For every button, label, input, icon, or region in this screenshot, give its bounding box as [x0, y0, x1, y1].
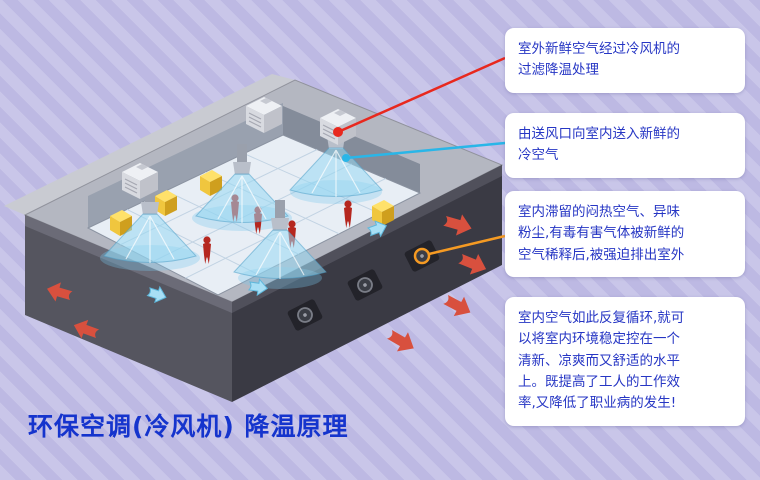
connector-line-intake [337, 56, 506, 134]
factory-building [4, 74, 504, 402]
left-wall [25, 215, 232, 402]
connector-line-supply [345, 141, 506, 160]
connector-dot-supply [342, 154, 350, 162]
callout-connectors [333, 56, 506, 265]
connector-dot-intake [333, 127, 343, 137]
callout-fresh-air-intake: 室外新鲜空气经过冷风机的 过滤降温处理 [505, 28, 745, 93]
left-wall-top-band [25, 215, 232, 313]
callout-circulation: 室内空气如此反复循环,就可 以将室内环境稳定控在一个 清新、凉爽而又舒适的水平 … [505, 297, 745, 426]
connector-line-exhaust [428, 234, 506, 256]
callout-cold-air-supply: 由送风口向室内送入新鲜的 冷空气 [505, 113, 745, 178]
interior-right-wall [283, 106, 420, 193]
factory-interior [86, 103, 422, 306]
callout-exhaust: 室内滞留的闷热空气、异味 粉尘,有毒有害气体被新鲜的 空气稀释后,被强迫排出室外 [505, 191, 745, 277]
page-title: 环保空调(冷风机) 降温原理 [28, 412, 349, 441]
connector-ring-exhaust [413, 247, 431, 265]
roof-overhang [4, 74, 295, 215]
